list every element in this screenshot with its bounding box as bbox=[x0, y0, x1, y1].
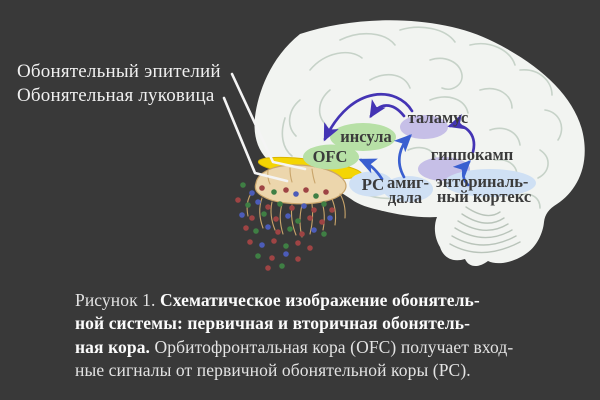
region-entorhinal-label-line1: энториналь- bbox=[436, 172, 529, 191]
region-ofc-ellipse bbox=[303, 144, 359, 170]
region-insula-ellipse bbox=[330, 123, 396, 151]
region-pc-label: PC bbox=[362, 175, 385, 194]
region-ofc-label: OFC bbox=[313, 147, 348, 166]
caption-line: ные сигналы от первичной обонятельной ко… bbox=[75, 360, 471, 381]
odor-molecules bbox=[235, 182, 335, 271]
label-olfactory-epithelium: Обонятельный эпителий bbox=[17, 61, 221, 82]
caption-line: Рисунок 1. Схематическое изображение обо… bbox=[75, 290, 480, 310]
region-hippocampus-label: гиппокамп bbox=[431, 145, 514, 164]
region-thalamus-ellipse bbox=[400, 115, 448, 139]
caption-line: ная кора. Орбитофронтальная кора (OFC) п… bbox=[75, 336, 514, 357]
brain-outline bbox=[254, 20, 585, 267]
arrow-thalamus-to-ofc bbox=[323, 92, 414, 142]
arrow-pc-to-ofc bbox=[358, 158, 384, 181]
region-entorhinal-label-line2: ный кортекс bbox=[437, 187, 531, 206]
arrow-pc-to-thalamus bbox=[393, 134, 412, 179]
region-amygdala-ellipse bbox=[383, 176, 433, 202]
arrow-hippocampus-to-thalamus bbox=[447, 113, 476, 154]
arrow-thalamus-to-insula bbox=[369, 99, 406, 119]
region-amygdala-label-line2: дала bbox=[388, 188, 422, 207]
cerebellum bbox=[449, 206, 521, 254]
side-labels: Обонятельный эпителий Обонятельная луков… bbox=[17, 60, 221, 108]
pointer-line-bulb bbox=[222, 96, 289, 183]
label-olfactory-bulb: Обонятельная луковица bbox=[17, 85, 215, 106]
region-insula-label: инсула bbox=[340, 127, 391, 146]
figure-caption: Рисунок 1. Схематическое изображение обо… bbox=[75, 289, 565, 383]
region-amygdala-label-line1: амиг- bbox=[387, 173, 429, 192]
arrow-entorhinal-to-hippocampus bbox=[452, 160, 471, 187]
caption-line: ной системы: первичная и вторичная обоня… bbox=[75, 313, 471, 334]
pointer-line-epithelium bbox=[230, 72, 307, 171]
region-thalamus-label: таламус bbox=[408, 108, 469, 127]
